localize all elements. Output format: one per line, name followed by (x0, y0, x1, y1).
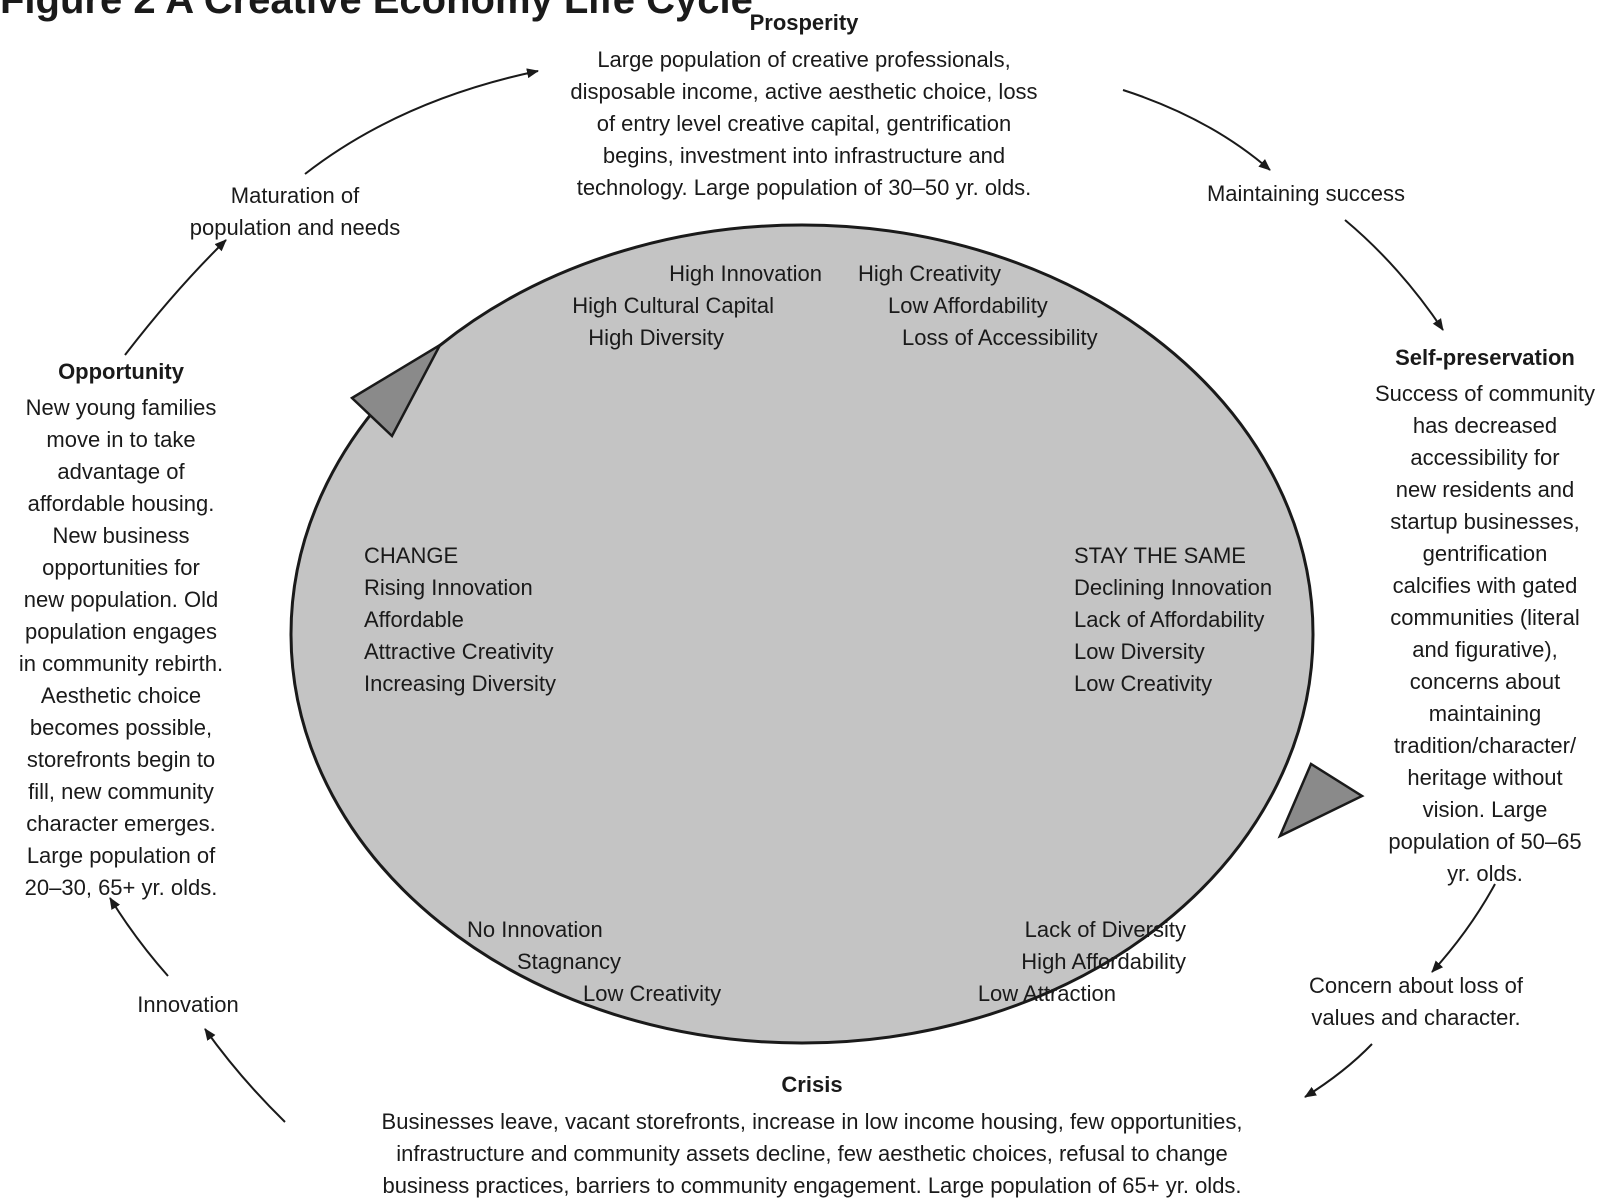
opportunity-description: New young families move in to take advan… (18, 395, 224, 900)
arrow-prosperity-to-maintaining (1122, 89, 1271, 171)
arrow-maturation-to-prosperity (304, 68, 539, 175)
prosperity-heading: Prosperity (749, 10, 859, 35)
ellipse-change-traits: CHANGE Rising Innovation Affordable Attr… (364, 543, 556, 696)
self-preservation-heading: Self-preservation (1395, 345, 1575, 370)
opportunity-heading: Opportunity (58, 359, 184, 384)
arrow-self-preservation-to-concern (1431, 883, 1496, 973)
ellipse-top-right-traits-line: Low Affordability (888, 293, 1048, 318)
ellipse-bottom-left-traits-line: Low Creativity (583, 981, 722, 1006)
transition-maintaining-success: Maintaining success (1206, 181, 1406, 206)
ellipse-top-right-traits-line: Loss of Accessibility (902, 325, 1098, 350)
ellipse-top-left-traits-line: High Innovation (669, 261, 822, 286)
self-preservation-description: Success of community has decreased acces… (1374, 381, 1596, 886)
arrow-innovation-to-opportunity (109, 897, 169, 977)
ellipse-stay-the-same-traits: STAY THE SAME Declining Innovation Lack … (1074, 543, 1273, 696)
ellipse-bottom-right-traits-line: Lack of Diversity (1024, 917, 1186, 942)
cycle-direction-triangle-left (349, 341, 444, 439)
cycle-ellipse (289, 223, 1315, 1045)
crisis-description: Businesses leave, vacant storefronts, in… (381, 1109, 1243, 1198)
ellipse-bottom-right-traits-line: High Affordability (1021, 949, 1186, 974)
ellipse-bottom-left-traits-line: No Innovation (467, 917, 603, 942)
crisis-heading: Crisis (781, 1072, 843, 1097)
arrow-maintaining-to-self-preservation (1344, 219, 1444, 331)
transition-innovation: Innovation (137, 992, 239, 1017)
arrow-crisis-to-innovation (204, 1028, 286, 1123)
arrow-opportunity-to-maturation (124, 239, 227, 356)
prosperity-description: Large population of creative professiona… (570, 47, 1038, 200)
transition-concern: Concern about loss of values and charact… (1308, 973, 1524, 1030)
ellipse-bottom-right-traits-line: Low Attraction (977, 981, 1116, 1006)
arrow-concern-to-crisis (1304, 1043, 1373, 1098)
ellipse-bottom-left-traits-line: Stagnancy (517, 949, 621, 974)
ellipse-top-left-traits-line: High Diversity (588, 325, 724, 350)
ellipse-top-left-traits-line: High Cultural Capital (572, 293, 774, 318)
cycle-direction-triangle-right (1277, 762, 1365, 839)
transition-maturation: Maturation of population and needs (189, 183, 401, 240)
figure-title: Figure 2 A Creative Economy Life Cycle (0, 0, 753, 22)
ellipse-top-right-traits-line: High Creativity (858, 261, 1002, 286)
